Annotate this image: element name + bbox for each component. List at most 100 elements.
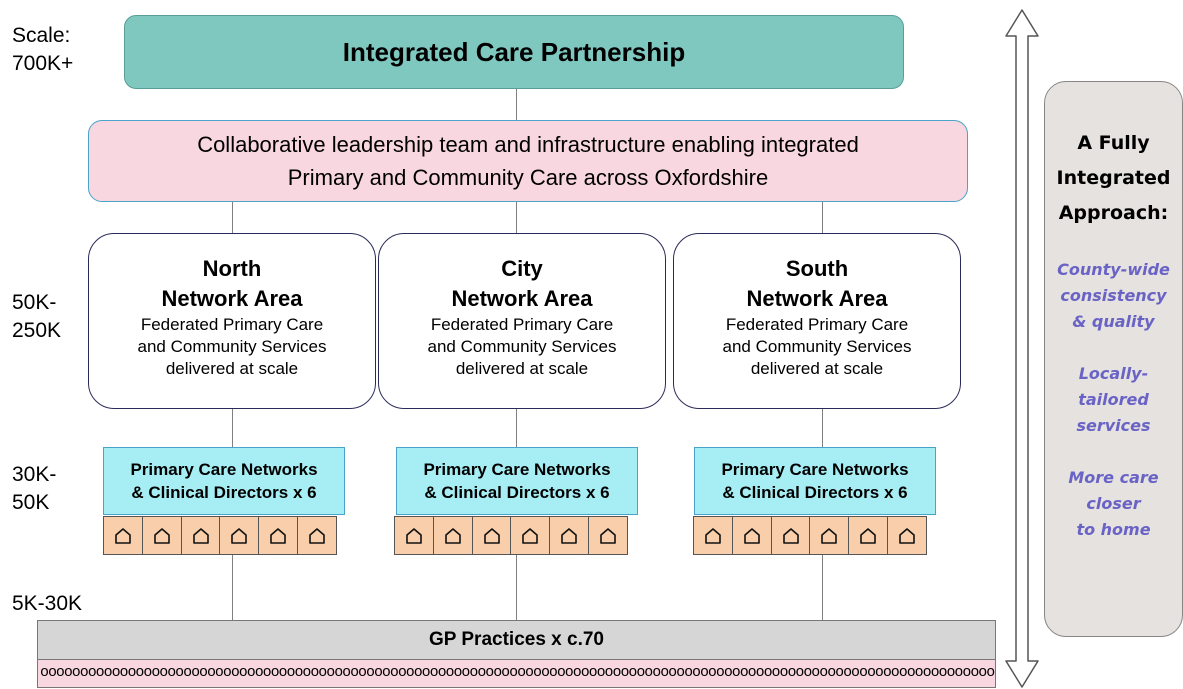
house-cell — [693, 516, 733, 555]
connector-line — [822, 409, 823, 447]
panel-heading-line: A Fully — [1077, 132, 1150, 154]
house-cell — [472, 516, 512, 555]
connector-line — [232, 202, 233, 233]
house-cell — [732, 516, 772, 555]
house-icon — [600, 527, 616, 544]
panel-point-consistency: County-wide consistency & quality — [1045, 257, 1182, 335]
pcn-houses-row — [693, 516, 927, 555]
panel-point-line: to home — [1076, 520, 1151, 539]
area-name: City — [501, 256, 543, 281]
connector-line — [822, 202, 823, 233]
panel-heading-line: Integrated — [1056, 167, 1171, 189]
pcn-houses-row — [394, 516, 628, 555]
pcn-text-line: Primary Care Networks — [721, 460, 909, 479]
pcn-houses-row — [103, 516, 337, 555]
panel-point-line: Locally- — [1078, 364, 1149, 383]
panel-point-line: services — [1076, 416, 1151, 435]
double-headed-arrow-icon — [1005, 9, 1039, 688]
panel-point-line: consistency — [1060, 286, 1167, 305]
scale-label-line: 700K+ — [12, 52, 74, 75]
house-icon — [270, 527, 287, 544]
connector-line — [232, 555, 233, 620]
panel-point-line: closer — [1086, 494, 1141, 513]
area-name: South — [785, 256, 849, 281]
connector-line — [516, 409, 517, 447]
pcn-box-city: Primary Care Networks & Clinical Directo… — [396, 447, 638, 515]
house-icon — [444, 527, 461, 544]
pcn-text-line: Primary Care Networks — [423, 460, 611, 479]
pcn-text-line: & Clinical Directors x 6 — [424, 483, 610, 502]
area-description-line: and Community Services — [722, 337, 912, 356]
house-cell — [771, 516, 811, 555]
house-icon — [522, 527, 539, 544]
house-cell — [888, 516, 927, 555]
house-icon — [192, 527, 209, 544]
connector-line — [516, 555, 517, 620]
house-cell — [849, 516, 889, 555]
pcn-box-north: Primary Care Networks & Clinical Directo… — [103, 447, 345, 515]
house-cell — [550, 516, 590, 555]
house-icon — [899, 527, 915, 544]
collab-text-line: Collaborative leadership team and infras… — [197, 132, 859, 157]
house-icon — [743, 527, 760, 544]
area-description-line: delivered at scale — [750, 359, 884, 378]
scale-label-line: Scale: — [12, 24, 71, 47]
house-icon — [309, 527, 325, 544]
area-name: North — [202, 256, 262, 281]
house-cell — [142, 516, 182, 555]
area-description-line: and Community Services — [137, 337, 327, 356]
panel-heading-line: Approach: — [1058, 202, 1169, 224]
pcn-text-line: Primary Care Networks — [130, 460, 318, 479]
collaborative-leadership-box: Collaborative leadership team and infras… — [88, 120, 968, 202]
area-description-line: and Community Services — [427, 337, 617, 356]
house-icon — [406, 527, 422, 544]
gp-title: GP Practices x c.70 — [429, 629, 604, 650]
house-icon — [705, 527, 721, 544]
scale-label-line: 250K — [12, 319, 62, 342]
integrated-approach-panel: A Fully Integrated Approach: County-wide… — [1044, 81, 1183, 637]
pcn-text-line: & Clinical Directors x 6 — [131, 483, 317, 502]
scale-label-30k-50k: 30K- 50K — [12, 461, 56, 517]
house-icon — [561, 527, 578, 544]
scale-label-50k-250k: 50K- 250K — [12, 289, 61, 345]
panel-point-line: County-wide — [1057, 260, 1170, 279]
scale-label-line: 50K- — [12, 291, 57, 314]
icp-title: Integrated Care Partnership — [342, 36, 686, 67]
scale-label-5k-30k: 5K-30K — [12, 592, 83, 615]
network-area-north: North Network Area Federated Primary Car… — [88, 233, 376, 409]
area-description-line: delivered at scale — [165, 359, 299, 378]
house-cell — [394, 516, 434, 555]
house-icon — [860, 527, 877, 544]
panel-point-line: & quality — [1072, 312, 1155, 331]
connector-line — [516, 89, 517, 120]
area-description-line: delivered at scale — [455, 359, 589, 378]
house-cell — [259, 516, 299, 555]
house-cell — [298, 516, 337, 555]
scale-label-line: 30K- — [12, 463, 57, 486]
pcn-text-line: & Clinical Directors x 6 — [722, 483, 908, 502]
house-cell — [220, 516, 260, 555]
area-subtitle: Network Area — [451, 286, 593, 311]
gp-practices-bar: GP Practices x c.70 — [37, 620, 996, 660]
connector-line — [822, 555, 823, 620]
collab-text-line: Primary and Community Care across Oxford… — [287, 165, 769, 190]
network-area-city: City Network Area Federated Primary Care… — [378, 233, 666, 409]
panel-heading: A Fully Integrated Approach: — [1045, 126, 1182, 231]
connector-line — [516, 202, 517, 233]
house-icon — [483, 527, 500, 544]
house-icon — [153, 527, 170, 544]
area-description-line: Federated Primary Care — [430, 315, 614, 334]
house-icon — [115, 527, 131, 544]
house-cell — [433, 516, 473, 555]
area-description-line: Federated Primary Care — [725, 315, 909, 334]
house-cell — [181, 516, 221, 555]
pcn-box-south: Primary Care Networks & Clinical Directo… — [694, 447, 936, 515]
area-subtitle: Network Area — [161, 286, 303, 311]
network-area-south: South Network Area Federated Primary Car… — [673, 233, 961, 409]
area-description-line: Federated Primary Care — [140, 315, 324, 334]
house-icon — [231, 527, 248, 544]
panel-point-closer-care: More care closer to home — [1045, 465, 1182, 543]
house-cell — [589, 516, 628, 555]
panel-point-line: tailored — [1078, 390, 1149, 409]
house-icon — [782, 527, 799, 544]
